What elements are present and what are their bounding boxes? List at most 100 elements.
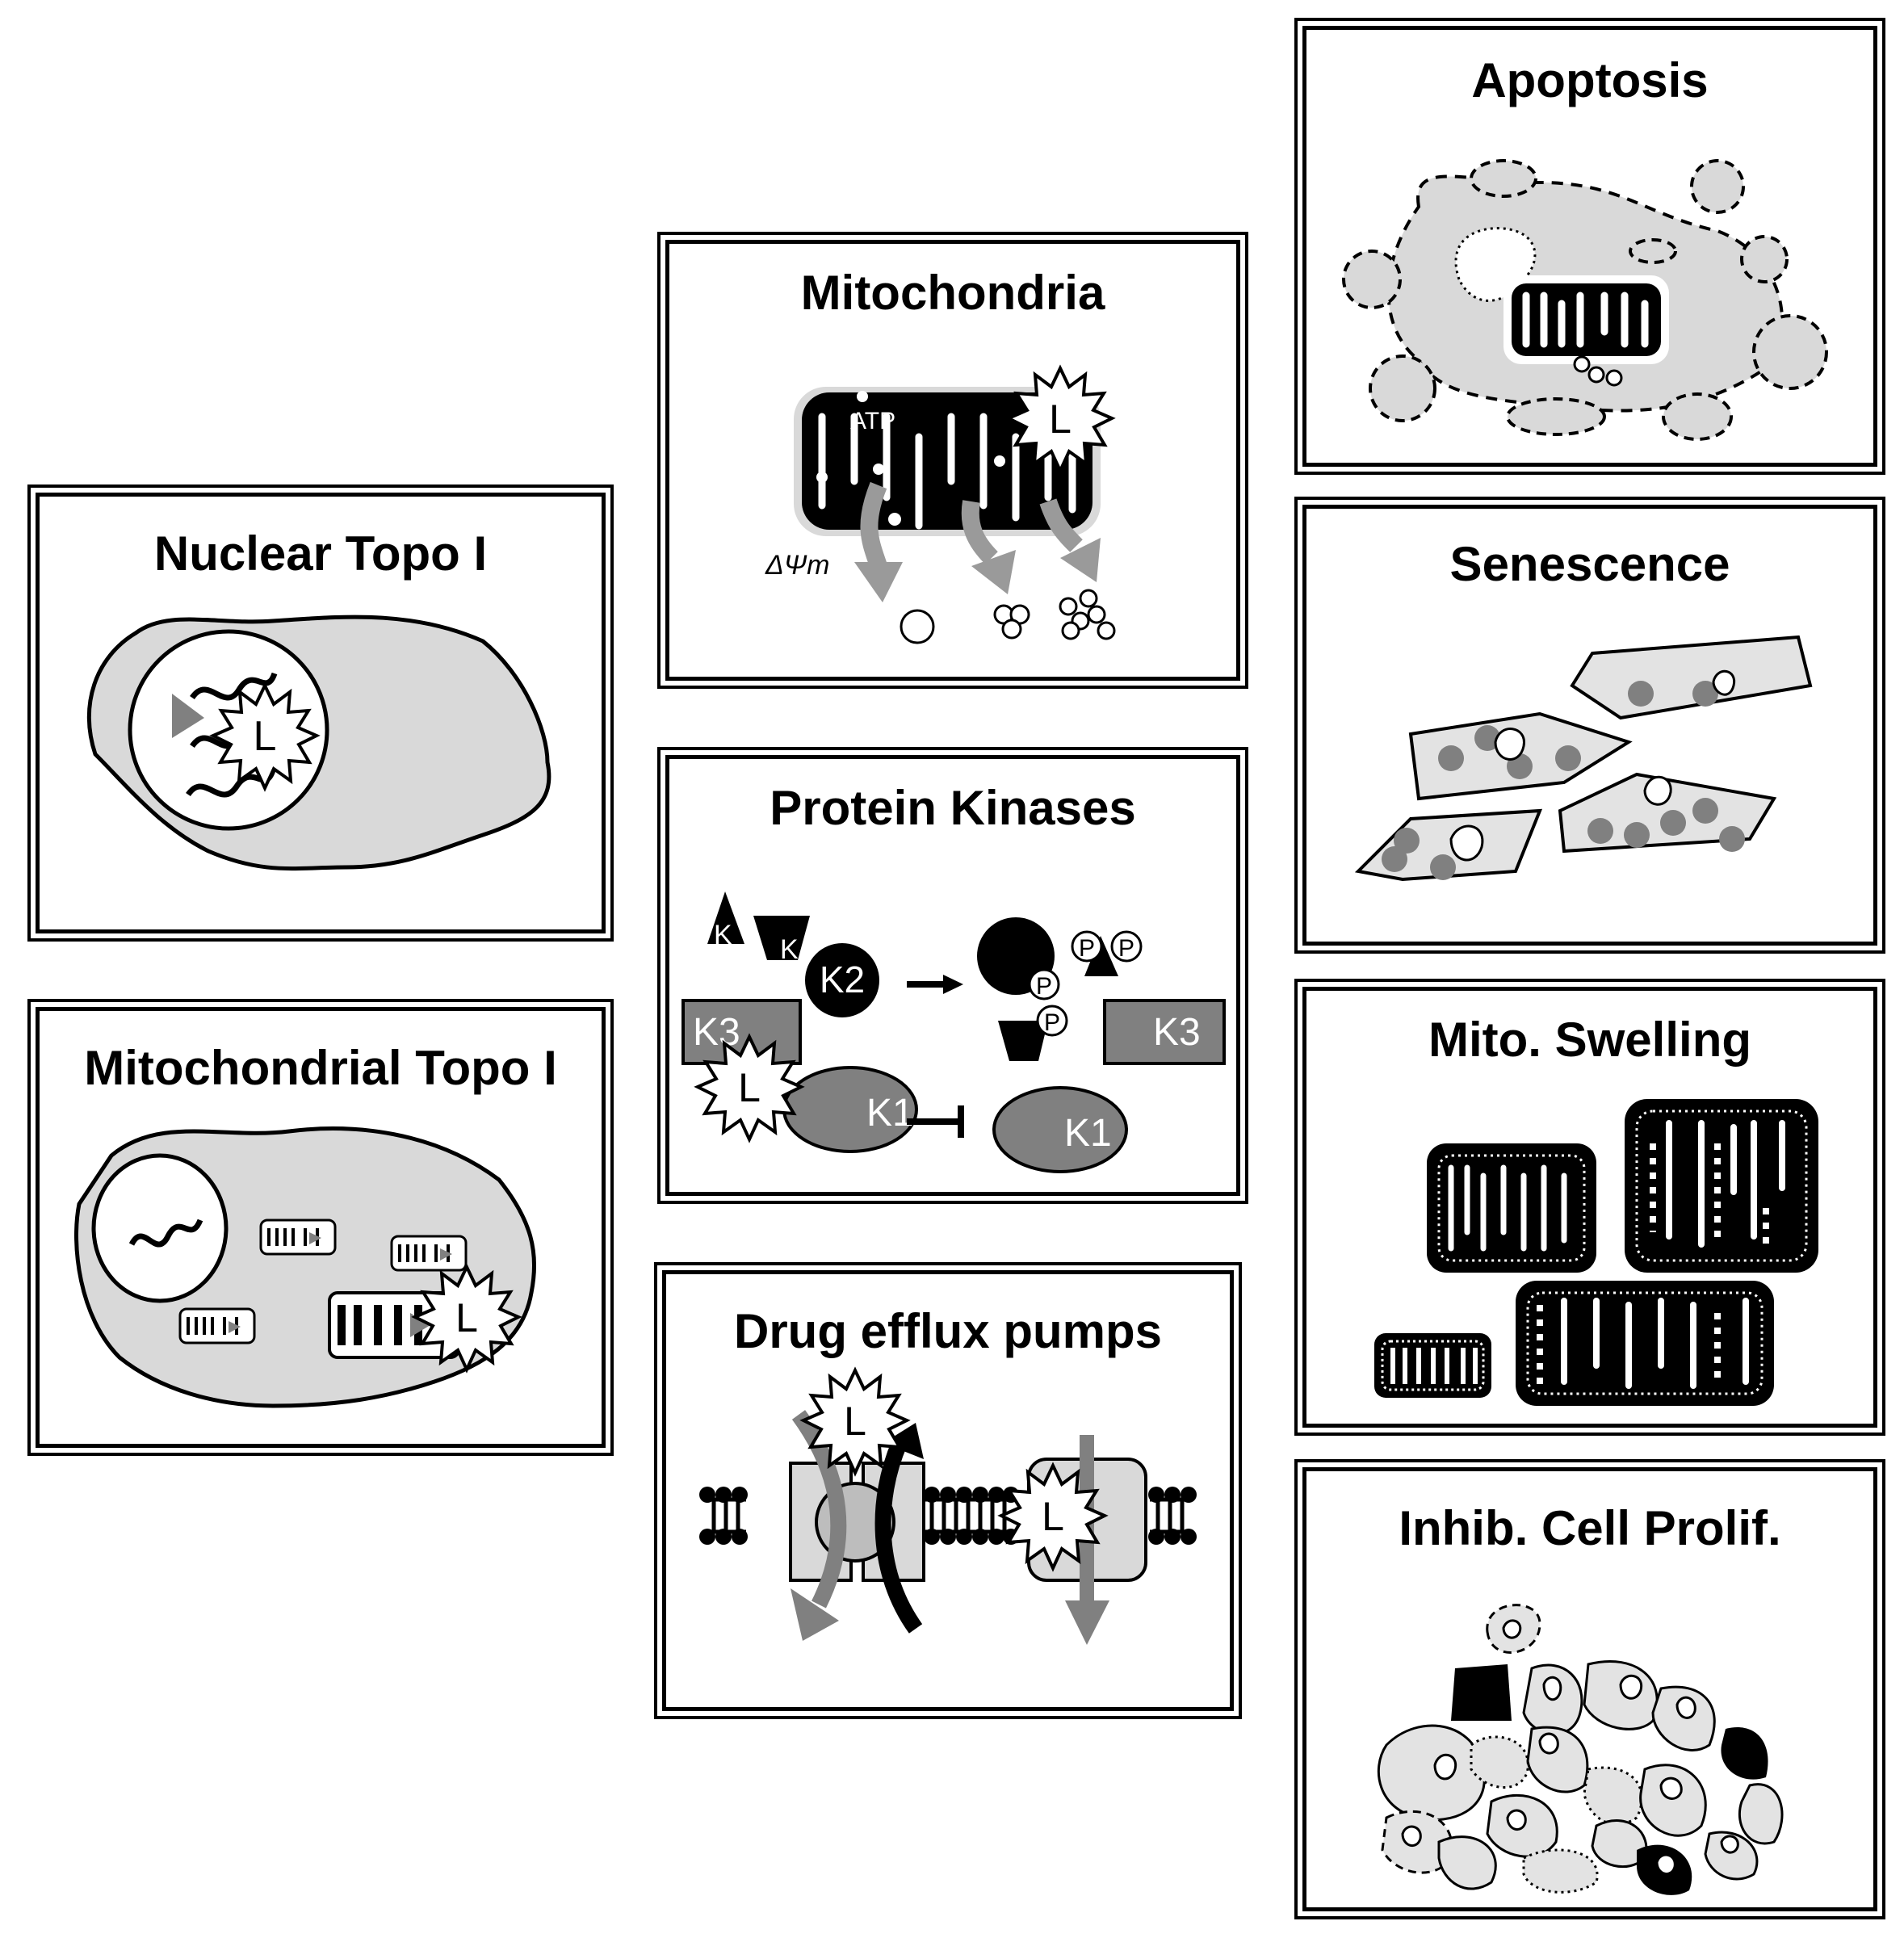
phospho-label: P	[1036, 973, 1052, 1000]
phospho-group	[1071, 930, 1103, 963]
ligand-label: L	[254, 713, 277, 760]
k2-label: K2	[820, 959, 865, 1000]
phospho-group	[1028, 968, 1060, 1000]
vesicle	[1573, 355, 1591, 373]
apoptosis-diagram	[1342, 159, 1828, 441]
small-mitochondrion	[178, 1307, 256, 1344]
dead-cell	[1721, 1727, 1768, 1780]
ligand-label: L	[1049, 396, 1072, 442]
panel-title: Mitochondrial Topo I	[84, 1041, 557, 1095]
panel-mitochondrial-topo: Mitochondrial Topo I L	[27, 999, 614, 1456]
panel-mito-swelling: Mito. Swelling	[1294, 979, 1885, 1436]
kinase-k3-active	[1103, 999, 1226, 1065]
cell	[1522, 1848, 1599, 1894]
phospho-label: P	[1044, 1009, 1060, 1036]
small-mitochondrion	[390, 1235, 468, 1272]
phospho-group	[1036, 1005, 1068, 1037]
cell	[1526, 1726, 1589, 1793]
efflux-diagram: L L	[699, 1366, 1197, 1645]
cell	[1583, 1660, 1659, 1730]
cell	[1704, 1831, 1759, 1881]
cell	[1437, 1835, 1497, 1890]
release-arrowhead	[971, 550, 1016, 594]
panel-title: Nuclear Topo I	[153, 526, 488, 581]
swelling-diagram	[1374, 1099, 1818, 1406]
release-arrow	[1039, 498, 1083, 552]
atp-label: ATP	[850, 408, 895, 434]
phospho-group	[1110, 930, 1143, 963]
efflux-arrow-out	[874, 1440, 923, 1634]
released-factor	[1087, 605, 1106, 624]
panel-title: Drug efflux pumps	[733, 1304, 1162, 1358]
nucleus	[91, 1153, 229, 1303]
efflux-arrow-in	[791, 1410, 847, 1609]
vesicle	[1587, 366, 1605, 384]
panel-senescence: Senescence	[1294, 497, 1885, 954]
cell	[1583, 1766, 1643, 1826]
efflux-arrowhead-down	[1065, 1600, 1109, 1645]
efflux-arrowhead-out	[883, 1423, 924, 1459]
mitochondrion-large	[1516, 1281, 1774, 1406]
kinase-label: K	[714, 920, 732, 950]
mitochondria-diagram: ATP L ΔΨm	[765, 364, 1116, 644]
kinase-label: K	[780, 934, 799, 965]
apoptotic-body	[1629, 238, 1677, 264]
mitochondrion-small	[1374, 1333, 1491, 1398]
apoptotic-body	[1662, 392, 1733, 441]
mitochondrion-normal	[1427, 1143, 1596, 1273]
efflux-arrowhead-in	[791, 1588, 839, 1641]
panel-apoptosis: Apoptosis	[1294, 18, 1885, 475]
mitochondrion-swollen	[1625, 1099, 1818, 1273]
dna-strand	[128, 1219, 203, 1248]
kinases-diagram: K K K2 K3 K1 L P P P P K3 K1	[681, 891, 1226, 1173]
panel-drug-efflux: Drug efflux pumps L L	[654, 1262, 1242, 1719]
phospho-label: P	[1079, 935, 1095, 962]
kinase-k2	[805, 943, 879, 1017]
phospho-kinase-triangle	[1084, 936, 1118, 976]
ligand-label: L	[455, 1295, 478, 1340]
k1-label: K1	[1064, 1112, 1112, 1155]
senescence-diagram	[1354, 635, 1813, 882]
release-arrowhead	[854, 562, 903, 602]
ligand-label: L	[1042, 1494, 1064, 1539]
ligand-starburst	[997, 1462, 1109, 1572]
cell	[1377, 1724, 1486, 1821]
panel-nuclear-topo: Nuclear Topo I L	[27, 484, 614, 942]
kinase-trapezoid	[753, 916, 810, 960]
apoptotic-body	[1342, 250, 1402, 309]
senescent-cell	[1570, 635, 1813, 720]
inhibition-arrow	[907, 1105, 964, 1138]
kinase-triangle	[707, 891, 744, 944]
vesicle	[1605, 369, 1623, 387]
apoptotic-body	[1506, 397, 1606, 436]
ligand-starburst	[209, 682, 321, 792]
panel-title: Senescence	[1449, 537, 1730, 591]
panel-title: Apoptosis	[1471, 53, 1709, 107]
panel-protein-kinases: Protein Kinases K K K2 K3 K1 L P P P P K…	[657, 747, 1248, 1204]
released-factor	[900, 609, 935, 644]
kinase-k1-inhibited	[992, 1086, 1128, 1173]
activation-arrowhead	[943, 975, 963, 994]
release-arrowhead	[1060, 538, 1101, 582]
panel-title: Protein Kinases	[770, 781, 1136, 835]
k1-label: K1	[866, 1092, 914, 1135]
k3-label: K3	[1153, 1011, 1201, 1054]
cell	[1738, 1783, 1784, 1845]
ligand-label: L	[844, 1399, 866, 1444]
mitochondrion	[1503, 275, 1669, 364]
phospho-label: P	[1118, 935, 1134, 962]
release-arrow	[860, 481, 887, 569]
released-factor	[1059, 597, 1078, 616]
apoptotic-body	[1740, 235, 1789, 283]
apoptotic-body	[1690, 159, 1745, 214]
apoptotic-body	[1470, 159, 1537, 198]
released-factor	[1061, 621, 1080, 640]
released-factor	[1001, 619, 1022, 640]
release-arrow	[961, 500, 998, 564]
cell	[1651, 1685, 1716, 1751]
released-factor	[1079, 589, 1098, 608]
mito-topo-diagram: L	[74, 1126, 537, 1408]
dead-cell	[1451, 1664, 1512, 1721]
nuclear-topo-diagram: L	[86, 615, 551, 871]
cell	[1470, 1735, 1529, 1789]
